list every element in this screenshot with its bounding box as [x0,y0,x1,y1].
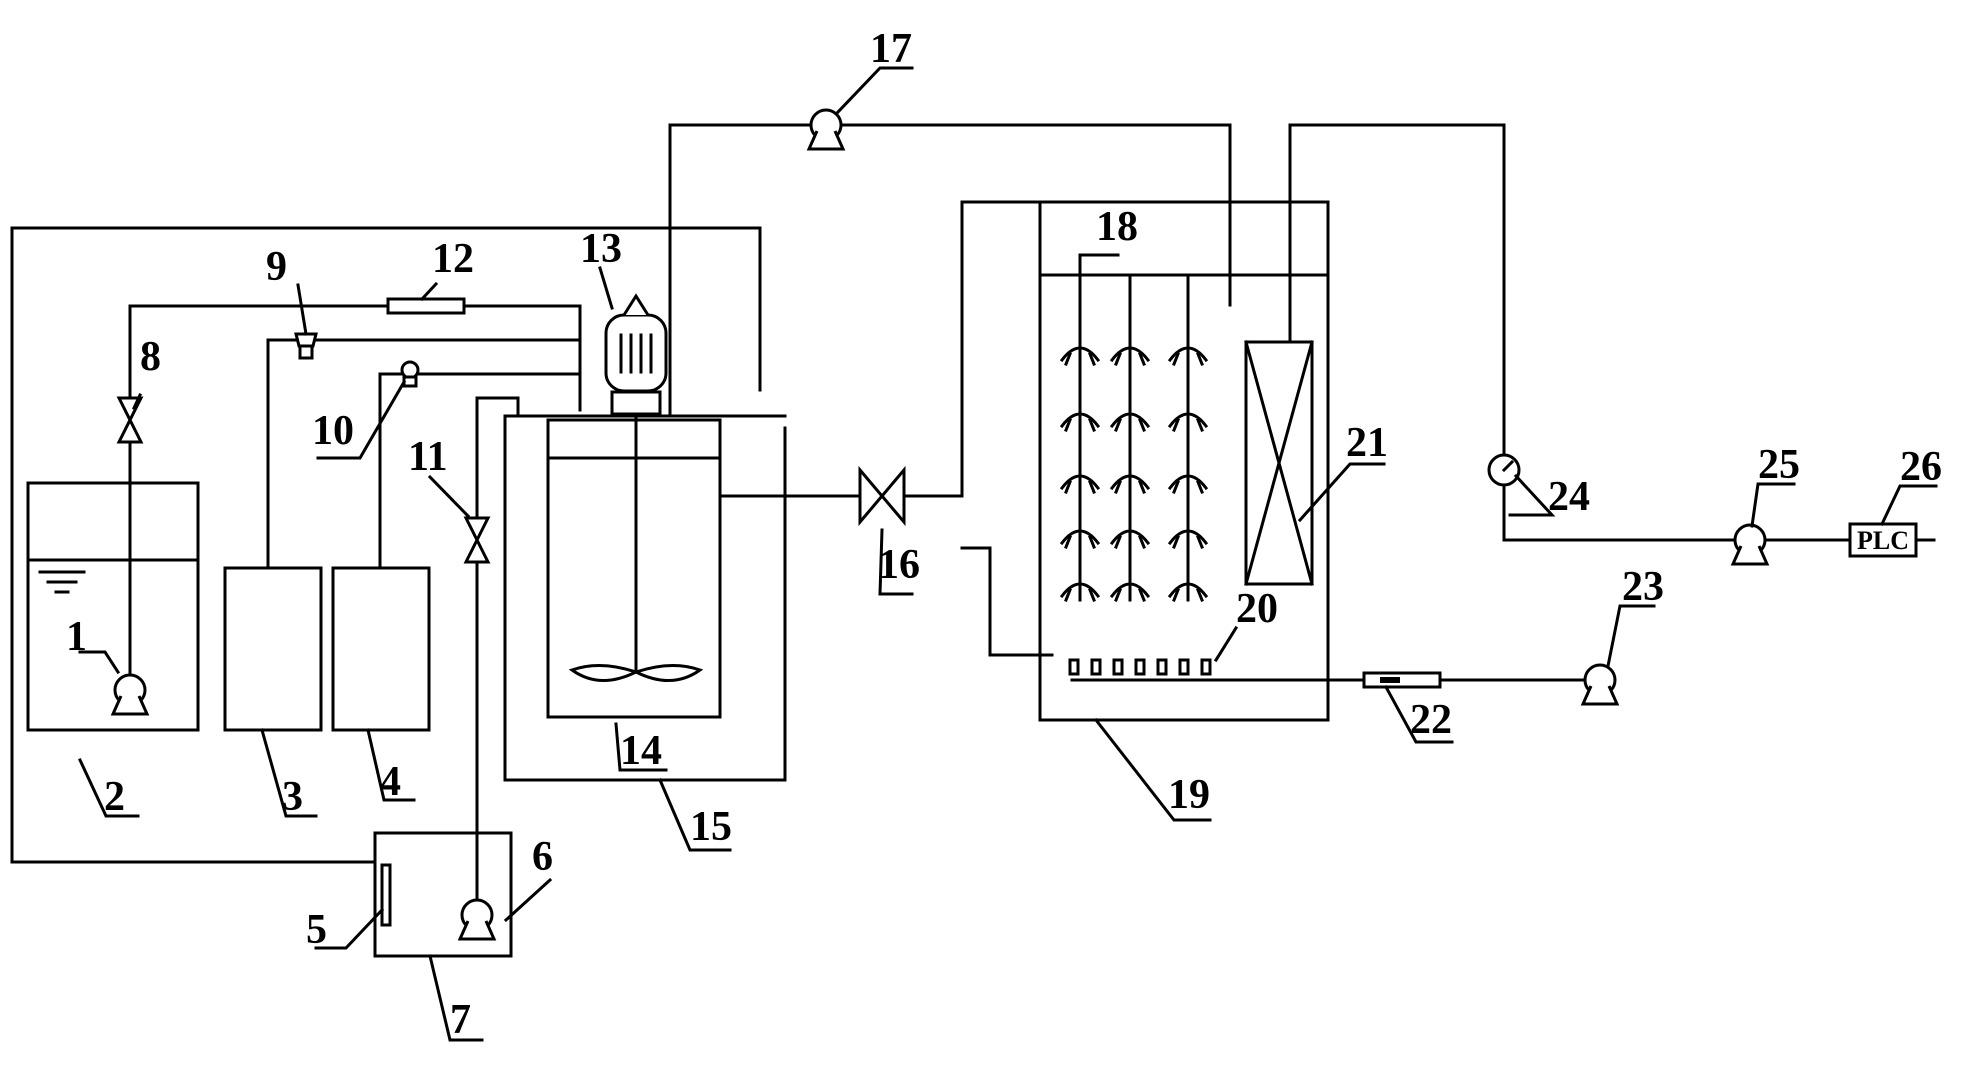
effluent-line [1288,123,1742,542]
label-2: 2 [104,774,125,820]
label-26: 26 [1900,444,1942,490]
component-labels: 1 2 3 4 5 6 7 8 9 10 11 12 13 14 15 16 1… [66,26,1942,1043]
label-11: 11 [408,434,448,480]
pump-23-icon [1581,663,1619,706]
pipe-pump6-to-reactor [475,396,520,917]
label-6: 6 [532,834,553,880]
pipe-tank3 [266,338,582,570]
pipe-valve16-to-reactor19 [902,200,1330,722]
dosing-valve-9-icon [294,332,318,360]
valve-8-icon [117,396,143,444]
label-14: 14 [620,728,662,774]
valve-11-icon [464,516,490,564]
label-19: 19 [1168,772,1210,818]
label-18: 18 [1096,204,1138,250]
aerator-20-icon [1068,658,1330,682]
reactor-19 [1038,200,1330,722]
label-7: 7 [450,997,471,1043]
reactor-14 [546,418,722,719]
label-17: 17 [870,26,912,72]
label-9: 9 [266,244,287,290]
diffuser-array-18 [1060,346,1208,602]
sensor-5-icon [380,863,392,927]
label-23: 23 [1622,564,1664,610]
label-5: 5 [306,907,327,953]
valve-16-icon [858,465,906,527]
flowmeter-12-icon [386,297,466,315]
pipe-pump1-to-flowmeter12 [128,304,582,692]
label-4: 4 [380,759,401,805]
label-16: 16 [878,542,920,588]
label-20: 20 [1236,586,1278,632]
water-level-marker-icon [38,570,86,594]
pump-17-icon [807,108,845,151]
tank-3 [223,566,323,732]
stirrer-impeller-icon [568,663,704,682]
label-3: 3 [282,774,303,820]
label-22: 22 [1410,697,1452,743]
membrane-module-21 [1244,340,1314,586]
return-pipe-loop [10,226,762,864]
label-12: 12 [432,236,474,282]
pump-25-icon [1731,523,1769,566]
label-10: 10 [312,408,354,454]
dosing-valve-10-icon [400,360,420,388]
water-bath-15 [503,414,787,782]
tank-2 [26,481,200,732]
tank-7 [373,831,513,958]
label-24: 24 [1548,474,1590,520]
label-8: 8 [140,334,161,380]
pump-6-icon [458,898,496,941]
label-25: 25 [1758,442,1800,488]
label-21: 21 [1346,420,1388,466]
flowmeter-22-icon [1362,671,1442,689]
tank-4 [331,566,431,732]
label-13: 13 [580,226,622,272]
label-15: 15 [690,804,732,850]
leader-lines [78,66,1938,1042]
motor-13-icon [604,293,668,416]
label-1: 1 [66,614,87,660]
pipe-tank4 [378,372,582,570]
gas-recirculation-line [668,123,1232,418]
pump-1-icon [111,673,149,716]
plc-26-text: PLC [1857,526,1909,555]
